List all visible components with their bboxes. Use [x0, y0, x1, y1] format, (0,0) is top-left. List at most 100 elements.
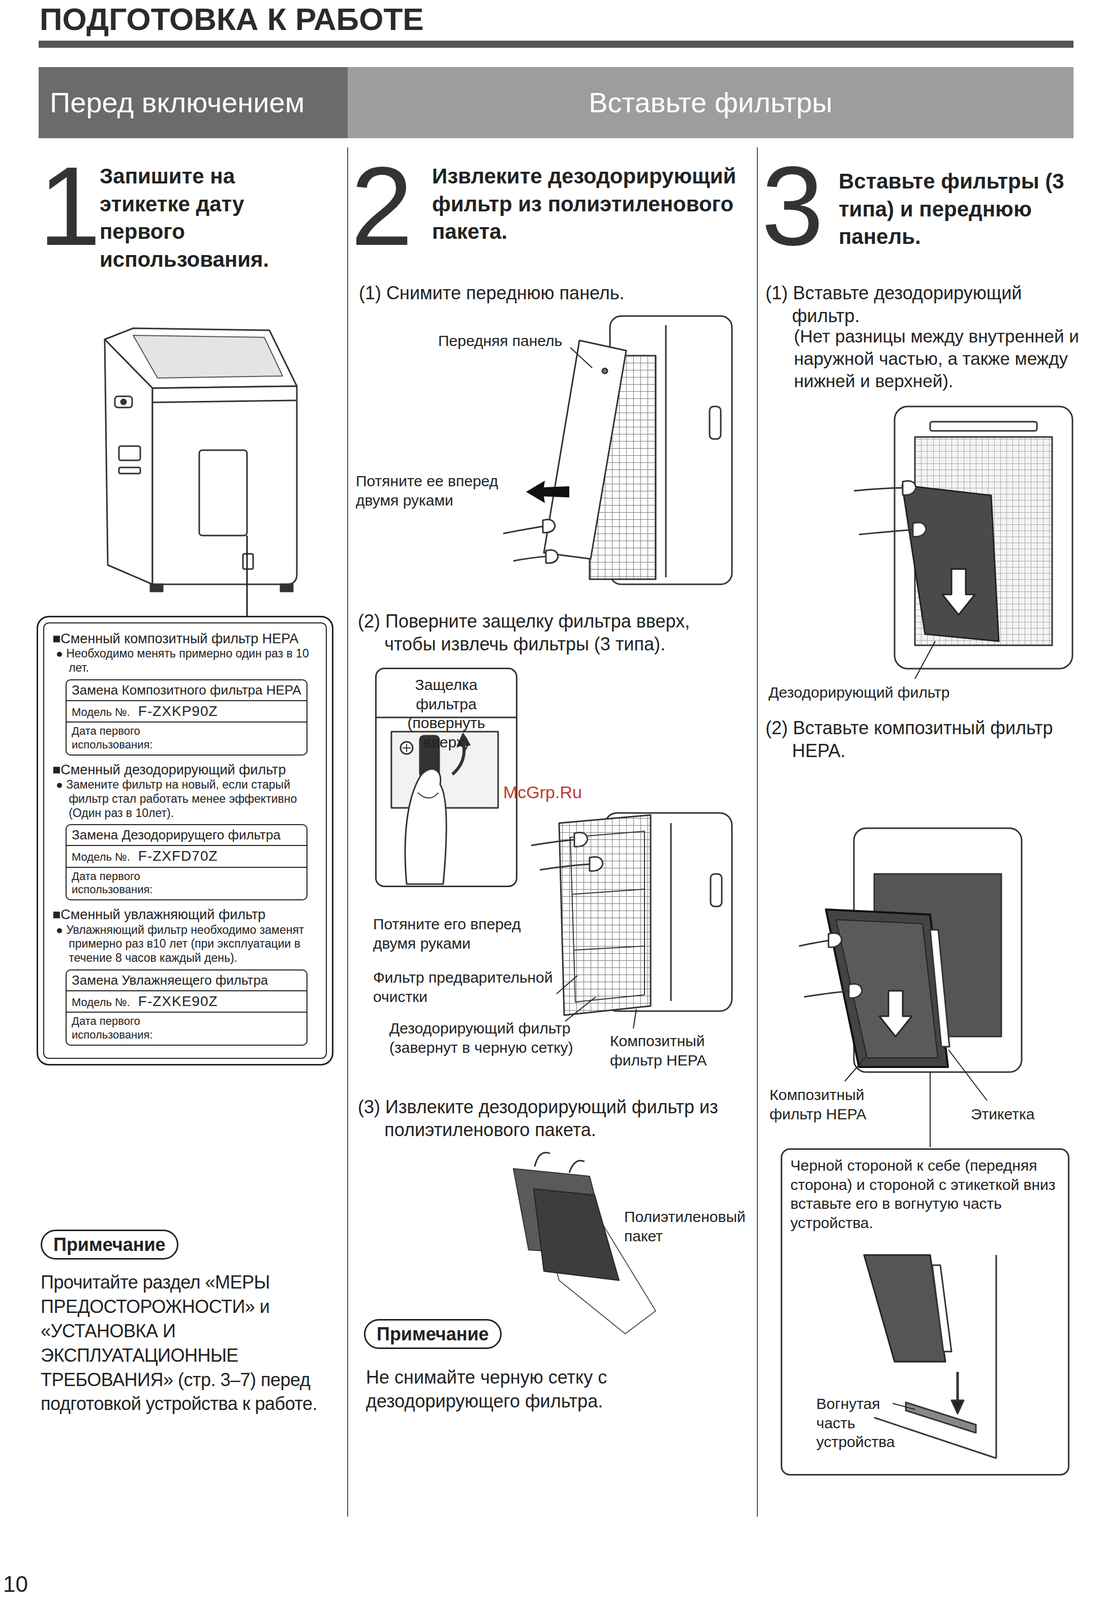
latch-detail — [417, 792, 439, 799]
latch-detail — [400, 742, 413, 755]
purifier-hepa-insert — [828, 933, 842, 948]
step-heading: Вставьте фильтры (3 типа) и переднюю пан… — [838, 167, 1093, 252]
purifier-filters-view — [531, 839, 580, 846]
purifier-filters-view — [574, 833, 588, 848]
node-text: ■Сменный увлажняющий фильтр — [52, 906, 318, 924]
pull-arrow — [526, 480, 570, 504]
purifier-back-view — [118, 467, 141, 474]
purifier-deodorizing-insert — [853, 487, 908, 491]
node-text: Дата первого использования: — [66, 868, 194, 901]
leader-line — [892, 1403, 915, 1410]
latch-detail — [402, 744, 411, 753]
pull-arrow — [526, 480, 570, 504]
instruction-text: (1) Вставьте дезодорирующий фильтр. — [765, 281, 1091, 328]
purifier-back-view — [242, 554, 254, 570]
filter-label-sticker: ■Сменный композитный фильтр HEPA● Необхо… — [36, 616, 334, 1066]
instruction-text: (2) Поверните защелку фильтра вверх, что… — [357, 609, 745, 656]
node-text: Замена Композитного фильтра HEPA — [66, 680, 307, 702]
purifier-hepa-insert — [848, 984, 863, 999]
note-text: Не снимайте черную сетку с дезодорирующе… — [365, 1366, 661, 1415]
node-text: F-ZXKE90Z — [138, 992, 219, 1011]
recess-closeup — [905, 1402, 976, 1434]
purifier-deodorizing-insert — [894, 406, 1073, 669]
node-text: Замена Дезодорирущего фильтра — [66, 825, 307, 847]
purifier-back-view — [152, 400, 297, 403]
node-text: ■Сменный композитный фильтр HEPA — [52, 630, 318, 648]
node-text: Защелка фильтра (повернуть вверх) — [384, 675, 508, 752]
purifier-back-view — [280, 584, 293, 592]
part-label: Фильтр предварительной очистки — [373, 968, 557, 1007]
column-divider — [756, 147, 758, 1518]
model-row: Модель №. F-ZXKP90Z — [66, 701, 307, 723]
purifier-filters-view — [531, 813, 732, 1016]
purifier-deodorizing-insert — [930, 421, 1037, 432]
part-label: Потяните его вперед двумя руками — [373, 914, 557, 954]
leader-line — [246, 535, 249, 617]
recess-closeup — [932, 1265, 952, 1353]
purifier-panel-removal — [542, 519, 556, 534]
title-rule — [38, 40, 1074, 48]
section-band: Вставьте фильтры — [347, 67, 1074, 139]
purifier-deodorizing-insert — [853, 406, 1073, 669]
purifier-deodorizing-insert — [912, 523, 927, 538]
purifier-panel-removal — [503, 525, 548, 534]
purifier-back-view — [133, 335, 283, 379]
purifier-panel-removal — [545, 550, 559, 564]
column-divider — [347, 147, 349, 1518]
node-text: ● Увлажняющий фильтр необходимо заменят … — [52, 923, 318, 966]
purifier-hepa-insert — [836, 919, 938, 1059]
recess-closeup — [951, 1400, 964, 1415]
node-text: Модель №. — [71, 705, 131, 721]
purifier-filters-view — [670, 823, 672, 1002]
node-text: F-ZXKP90Z — [138, 702, 219, 721]
node-text: Черной стороной к себе (передняя сторона… — [790, 1156, 1060, 1233]
purifier-filters-view — [570, 831, 645, 1003]
purifier-deodorizing-insert — [902, 485, 999, 642]
leader-line — [892, 1403, 915, 1410]
node-text: ■Сменный дезодорирующий фильтр — [52, 761, 318, 779]
leader-line — [565, 997, 596, 1022]
purifier-panel-removal — [543, 340, 627, 560]
purifier-deodorizing-insert — [858, 529, 918, 535]
leader-line — [914, 641, 936, 680]
node-text: F-ZXFD70Z — [138, 847, 219, 866]
part-label: Полиэтиленовый пакет — [624, 1207, 752, 1246]
filter-in-bag — [533, 1184, 656, 1335]
replacement-date-box: Замена Увлажняещего фильтраМодель №.F-ZX… — [65, 969, 308, 1047]
purifier-back-view — [104, 328, 297, 592]
node-text: Примечание — [376, 1323, 489, 1346]
node-text: ● Замените фильтр на новый, если старый … — [52, 778, 318, 821]
leader-line — [570, 347, 593, 368]
step-number: 3 — [761, 150, 824, 263]
part-label: Этикетка — [970, 1105, 1073, 1125]
leader-line — [929, 1072, 931, 1148]
instruction-text: (Нет разницы между внутренней и наружной… — [793, 325, 1099, 392]
purifier-deodorizing-insert — [902, 481, 916, 496]
filter-in-bag — [533, 1189, 620, 1281]
latch-inset: Защелка фильтра (повернуть вверх) — [375, 667, 518, 888]
recess-closeup — [995, 1255, 998, 1459]
page-number: 10 — [3, 1570, 28, 1599]
replacement-date-box: Замена Композитного фильтра HEPAМодель №… — [65, 679, 308, 756]
purifier-panel-removal — [602, 368, 608, 374]
purifier-panel-removal — [665, 325, 667, 578]
leader-line — [844, 1058, 866, 1082]
purifier-back-view — [118, 446, 141, 461]
leader-line — [570, 347, 593, 368]
node-text: Дата первого использования: — [66, 1013, 194, 1046]
part-label: Композитный фильтр HEPA — [769, 1085, 892, 1124]
recess-closeup — [864, 1255, 997, 1459]
node-text: Перед включением — [49, 86, 305, 119]
leader-line — [948, 1050, 988, 1101]
filter-in-bag — [534, 1152, 585, 1174]
instruction-text: (2) Вставьте композитный фильтр HEPA. — [765, 716, 1091, 763]
model-row: Модель №.F-ZXKE90Z — [66, 991, 307, 1014]
leader-line — [246, 535, 249, 617]
instruction-text: (3) Извлеките дезодорирующий фильтр из п… — [357, 1095, 745, 1142]
instruction-text: (1) Снимите переднюю панель. — [358, 281, 746, 305]
purifier-panel-removal — [503, 316, 732, 585]
purifier-back-view — [120, 399, 127, 405]
watermark: McGrp.Ru — [503, 781, 582, 804]
step-number: 1 — [38, 150, 101, 263]
purifier-filters-view — [589, 857, 603, 872]
